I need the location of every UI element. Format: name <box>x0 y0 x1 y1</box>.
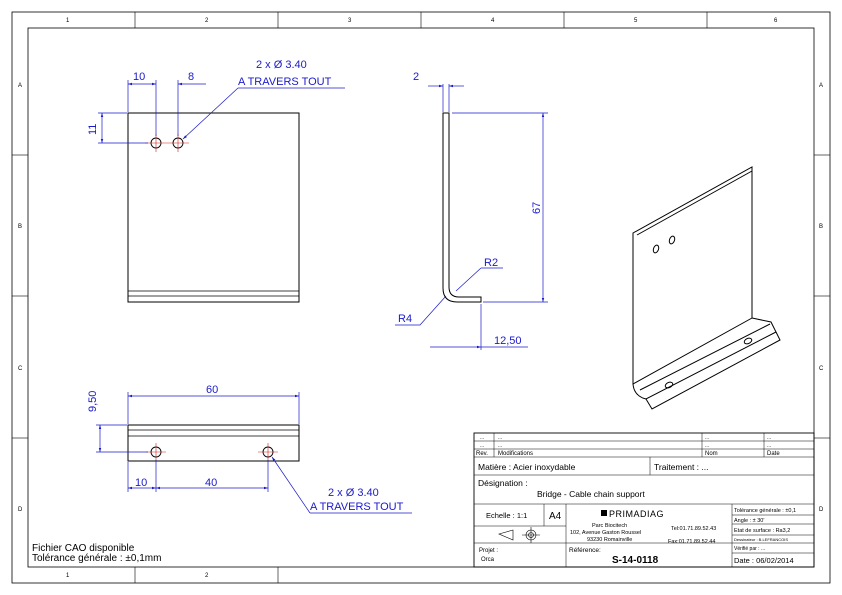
row-label-c-left: C <box>18 366 23 372</box>
company-address1: Parc Biocitech <box>592 523 627 529</box>
row-label-b-left: B <box>18 224 22 230</box>
company-address3: 93230 Romainville <box>587 537 632 543</box>
bottom-col-label-2: 2 <box>205 573 209 579</box>
modifications-label: Modifications <box>498 451 533 457</box>
row-label-a-left: A <box>18 83 22 89</box>
rev-row2-c1: ... <box>480 443 484 449</box>
dim-11-label: 11 <box>87 124 99 135</box>
top-dim-9-50-label: 9,50 <box>87 391 99 412</box>
row-label-d-left: D <box>18 507 23 513</box>
angle: Angle : ± 30' <box>734 518 764 524</box>
row-label-d-right: D <box>819 507 824 513</box>
rev-row1-c2: ... <box>498 435 502 441</box>
nom-label: Nom <box>705 451 718 457</box>
rev-row1-c4: ... <box>767 435 771 441</box>
outer-frame <box>11 11 831 584</box>
r4-label: R4 <box>398 313 412 325</box>
company-fax: Fax:01.71.89.52.44 <box>668 539 715 545</box>
iso-hole-3 <box>664 381 674 389</box>
company-tel: Tel:01.71.89.52.43 <box>671 526 716 532</box>
zone-ticks <box>12 12 830 583</box>
rev-row2-c2: ... <box>498 443 502 449</box>
bottom-col-label-1: 1 <box>66 573 70 579</box>
col-label-1: 1 <box>66 18 70 24</box>
col-label-4: 4 <box>491 18 495 24</box>
dim-2-label: 2 <box>413 71 419 83</box>
row-label-b-right: B <box>819 224 823 230</box>
top-view: 60 9,50 10 40 2 x Ø 3.40 A TRAVERS TOUT <box>87 384 412 514</box>
dim-8-label: 8 <box>188 71 194 83</box>
hole-note-line2: A TRAVERS TOUT <box>238 76 332 88</box>
note-tolerance: Tolérance générale : ±0,1mm <box>32 553 161 564</box>
projet-value: Orca <box>481 557 495 563</box>
verifie: Vérifié par : ... <box>734 546 765 552</box>
projet-label: Projet : <box>479 548 498 554</box>
matiere: Matière : Acier inoxydable <box>478 462 576 472</box>
top-hole-note-line2: A TRAVERS TOUT <box>310 501 404 513</box>
top-dim-40-label: 40 <box>205 477 217 489</box>
note-cao: Fichier CAO disponible <box>32 543 135 554</box>
col-label-3: 3 <box>348 18 352 24</box>
traitement: Traitement : ... <box>654 462 708 472</box>
rev-row2-c4: ... <box>767 443 771 449</box>
title-block: ... ... ... ... ... ... ... ... Rev. Mod… <box>473 432 815 568</box>
company-name: PRIMADIAG <box>609 509 664 519</box>
echelle: Echelle : 1:1 <box>486 511 527 520</box>
isometric-view <box>632 166 781 410</box>
dim-12-50-label: 12,50 <box>494 335 522 347</box>
reference-label: Référence: <box>569 547 601 554</box>
row-label-a-right: A <box>819 83 823 89</box>
iso-hole-4 <box>743 337 753 345</box>
dim-67-label: 67 <box>531 202 543 214</box>
iso-hole-1 <box>652 244 660 254</box>
front-view: 10 8 11 2 x Ø 3.40 A TRAVERS TOUT <box>87 59 345 303</box>
iso-hole-2 <box>668 235 676 245</box>
rev-row2-c3: ... <box>705 443 709 449</box>
top-dim-10-label: 10 <box>135 477 147 489</box>
company-address2: 102, Avenue Gaston Roussel <box>570 530 641 536</box>
format: A4 <box>549 511 562 522</box>
rev-row1-c1: ... <box>480 435 484 441</box>
projection-symbol-icon <box>498 527 540 543</box>
tol-generale: Tolérance générale : ±0,1 <box>734 508 796 514</box>
designation-value: Bridge - Cable chain support <box>537 489 645 499</box>
col-label-5: 5 <box>634 18 638 24</box>
zone-labels: 1 2 3 4 5 6 1 2 A B C D A B C D <box>18 18 824 579</box>
r2-label: R2 <box>484 257 498 269</box>
row-label-c-right: C <box>819 366 824 372</box>
rev-label: Rev. <box>476 451 488 457</box>
col-label-2: 2 <box>205 18 209 24</box>
date-label: Date <box>767 451 780 457</box>
rev-row1-c3: ... <box>705 435 709 441</box>
date-value: Date : 06/02/2014 <box>734 556 794 565</box>
top-hole-note-line1: 2 x Ø 3.40 <box>328 487 379 499</box>
etat-surface: Etat de surface : Ra3,2 <box>734 528 790 534</box>
hole-note-line1: 2 x Ø 3.40 <box>256 59 307 71</box>
side-view: 2 67 R2 R4 12,50 <box>395 71 548 350</box>
dessinateur: Dessinateur : B.LEFRANCOIS <box>734 537 788 542</box>
col-label-6: 6 <box>774 18 778 24</box>
top-dim-60-label: 60 <box>206 384 218 396</box>
reference-value: S-14-0118 <box>612 555 659 566</box>
company-logo-icon: PRIMADIAG <box>601 509 664 519</box>
dim-10-label: 10 <box>133 71 145 83</box>
designation-label: Désignation : <box>478 478 528 488</box>
